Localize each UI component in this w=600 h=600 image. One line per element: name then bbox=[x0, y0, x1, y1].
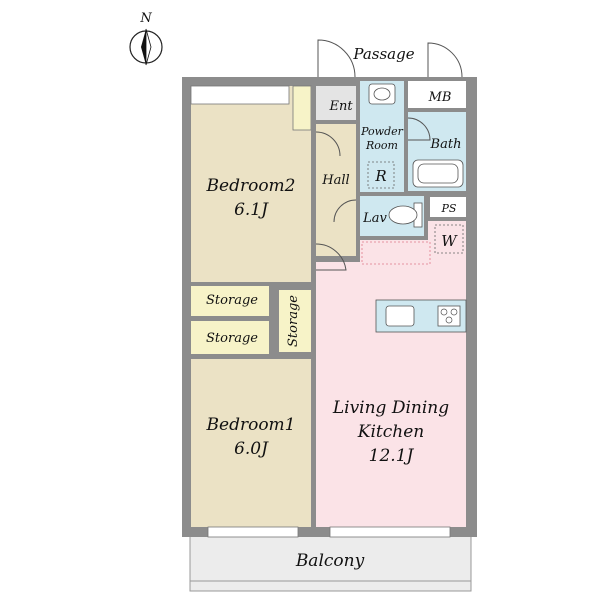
storage-upper-floor bbox=[191, 286, 269, 316]
bath-door-swing bbox=[407, 117, 431, 141]
refrigerator-space bbox=[367, 161, 395, 189]
bedroom2-floor bbox=[191, 86, 311, 282]
bedroom2-window-sill bbox=[190, 85, 290, 105]
bedroom1-size: 6.0J bbox=[234, 439, 269, 459]
doors bbox=[315, 39, 463, 271]
ldk-label-line2: Kitchen bbox=[357, 422, 424, 442]
bedroom1-label: Bedroom1 bbox=[206, 415, 296, 435]
shoe-closet bbox=[292, 85, 312, 131]
bedroom2-size: 6.1J bbox=[234, 200, 269, 220]
washbasin-bowl-icon bbox=[373, 87, 391, 101]
compass-north-label: N bbox=[139, 11, 152, 26]
storage-hall-label: Storage bbox=[286, 295, 301, 347]
bedroom1-window bbox=[207, 526, 299, 538]
north-arrow-outline-icon bbox=[145, 28, 152, 66]
ps-floor bbox=[430, 197, 466, 217]
fixtures bbox=[361, 83, 467, 333]
washbasin-icon bbox=[368, 83, 396, 105]
refrigerator-label: R bbox=[374, 167, 386, 185]
storage-hall-floor bbox=[279, 290, 311, 352]
hall-door-swing bbox=[315, 131, 341, 157]
balcony-label: Balcony bbox=[295, 551, 365, 571]
ldk-alcove-outline bbox=[361, 241, 431, 265]
toilet-bowl-icon bbox=[388, 205, 418, 225]
stove-icon bbox=[437, 305, 461, 327]
powder-room-label-line1: Powder bbox=[360, 125, 404, 138]
hall-floor bbox=[316, 124, 356, 256]
interior-walls bbox=[191, 81, 470, 527]
entrance-floor bbox=[316, 86, 356, 122]
ldk-door-swing bbox=[315, 243, 347, 271]
washer-label: W bbox=[441, 232, 458, 250]
bedroom1-floor bbox=[191, 359, 311, 527]
mb-door-swing bbox=[427, 42, 463, 78]
storage-upper-label: Storage bbox=[206, 293, 258, 308]
lav-door-swing bbox=[333, 199, 357, 223]
storage-lower-label: Storage bbox=[206, 331, 258, 346]
entrance-label: Ent bbox=[328, 99, 353, 114]
hall-label: Hall bbox=[321, 173, 349, 188]
balcony bbox=[189, 534, 472, 592]
mb-label: MB bbox=[428, 90, 452, 105]
ldk-window bbox=[329, 526, 451, 538]
lavatory-label: Lav bbox=[362, 211, 387, 226]
ldk-label-line1: Living Dining bbox=[332, 398, 449, 418]
ps-label: PS bbox=[441, 202, 457, 215]
ldk-floor bbox=[316, 221, 466, 527]
kitchen-sink-icon bbox=[385, 305, 415, 327]
mb-floor bbox=[408, 81, 466, 109]
bathtub-icon bbox=[412, 159, 464, 188]
north-arrow-icon bbox=[141, 29, 146, 65]
powder-room-label-line2: Room bbox=[365, 139, 398, 152]
compass: N bbox=[129, 11, 163, 66]
washer-space bbox=[434, 224, 464, 254]
entrance-door-swing bbox=[317, 39, 356, 78]
storage-lower-floor bbox=[191, 321, 269, 354]
bedroom2-label: Bedroom2 bbox=[206, 176, 296, 196]
ldk-size: 12.1J bbox=[369, 446, 415, 466]
bath-label: Bath bbox=[430, 137, 462, 152]
passage-label: Passage bbox=[352, 45, 414, 63]
bathtub-inner-icon bbox=[417, 163, 459, 184]
